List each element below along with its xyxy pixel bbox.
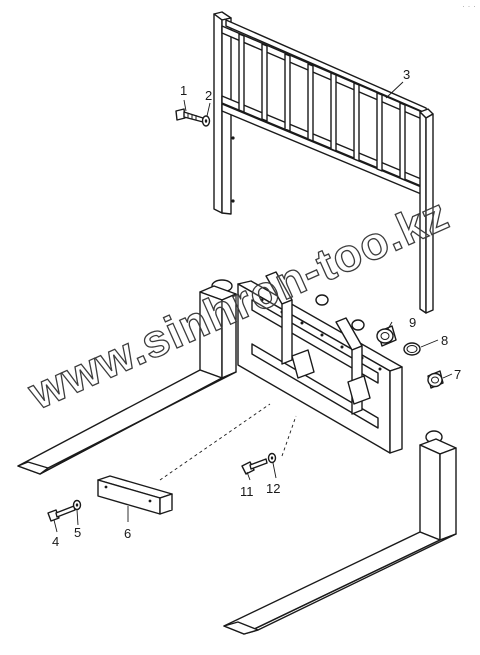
washer-5	[72, 499, 82, 511]
right-fork	[223, 430, 457, 635]
callouts: 1 2 3 4 5 6 7 8 9 11 12	[52, 67, 461, 549]
bolt-1	[175, 108, 204, 123]
callout-4: 4	[52, 534, 59, 549]
callout-7: 7	[454, 367, 461, 382]
washer-2	[201, 115, 211, 127]
callout-6: 6	[124, 526, 131, 541]
bolt-11	[241, 458, 268, 475]
leader-lines	[53, 81, 453, 533]
callout-8: 8	[441, 333, 448, 348]
spacer-plate-6	[97, 475, 173, 515]
left-fork	[17, 279, 237, 475]
roller-9	[376, 325, 397, 347]
snap-ring-8	[403, 342, 421, 356]
callout-1: 1	[180, 83, 187, 98]
corner-mark: · · ·	[462, 1, 476, 11]
callout-3: 3	[403, 67, 410, 82]
callout-5: 5	[74, 525, 81, 540]
callout-9: 9	[409, 315, 416, 330]
bushing-7	[427, 370, 444, 389]
carriage-frame	[237, 271, 403, 454]
washer-12	[267, 452, 277, 464]
bolt-4	[47, 505, 76, 522]
load-backrest	[213, 11, 434, 314]
backrest-vertical-bars	[238, 33, 406, 181]
callout-11: 11	[240, 484, 254, 499]
callout-2: 2	[205, 88, 212, 103]
callout-12: 12	[266, 481, 280, 496]
